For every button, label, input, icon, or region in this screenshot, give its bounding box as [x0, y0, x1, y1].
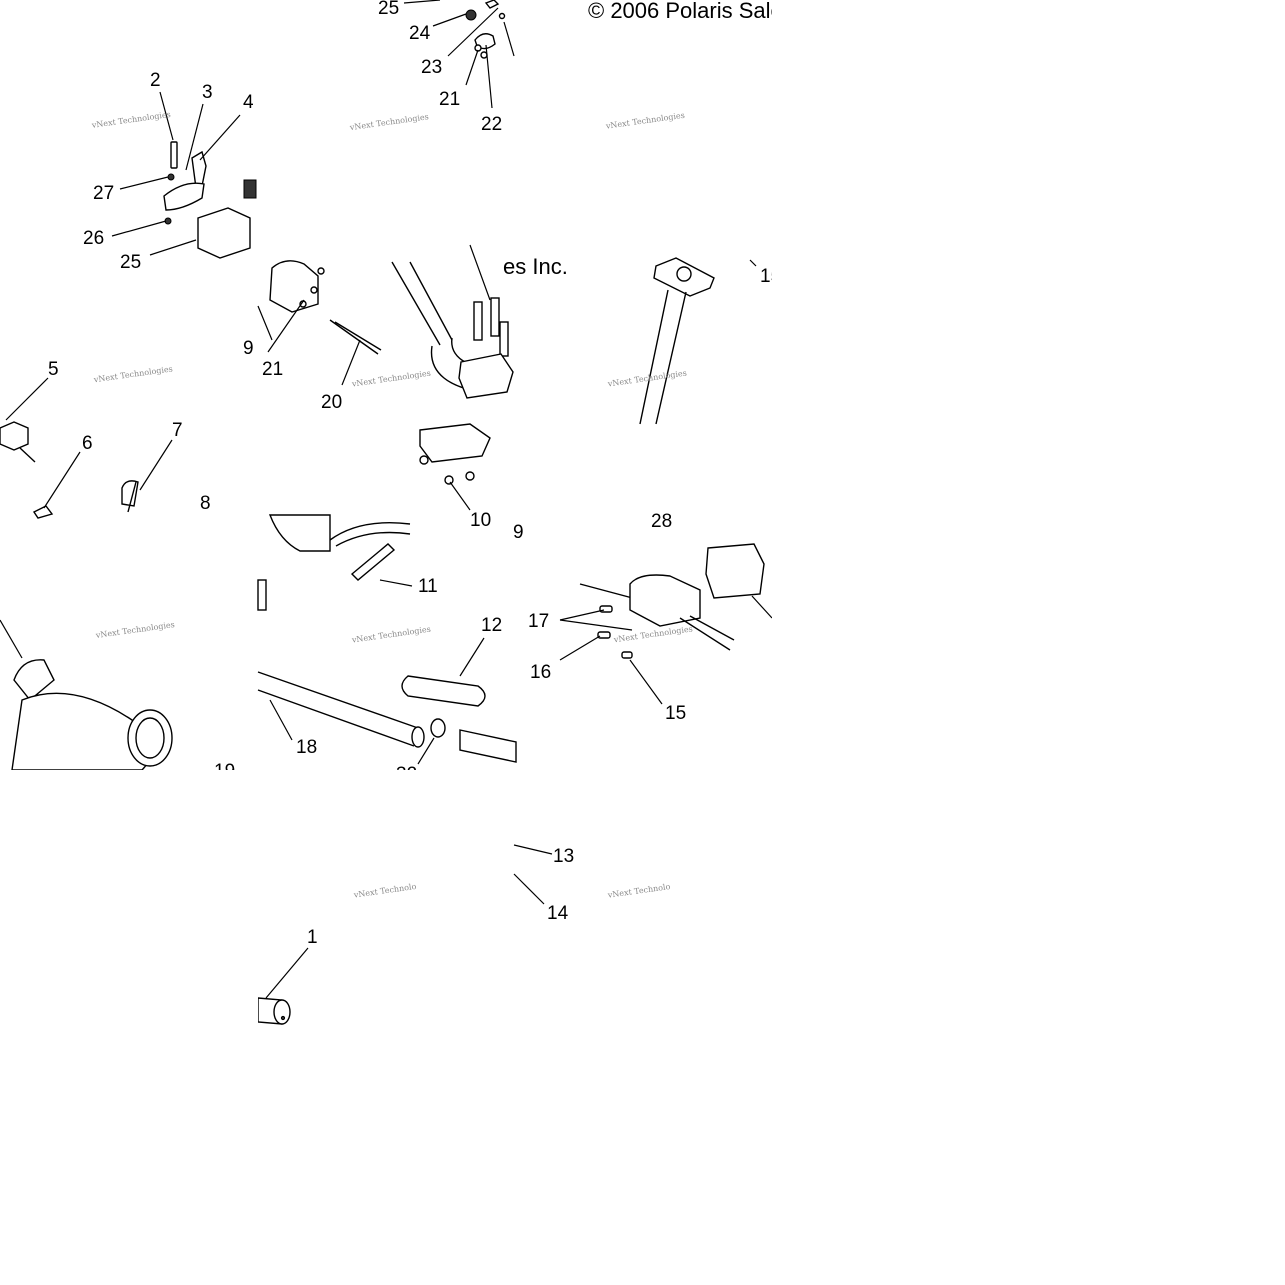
- watermark: vNext Technolo: [352, 882, 417, 900]
- callout-23: 23: [421, 57, 442, 78]
- watermark: vNext Technologies: [90, 110, 171, 130]
- watermark: vNext Technologies: [606, 368, 687, 388]
- callout-20: 20: [321, 392, 342, 413]
- callout-1: 1: [307, 927, 318, 948]
- callout-26: 26: [83, 228, 104, 249]
- tile-lower-left-parts: [0, 619, 173, 771]
- callout-8: 8: [200, 493, 211, 514]
- callout-27: 27: [93, 183, 114, 204]
- copyright-notice-top: © 2006 Polaris Sale: [588, 0, 783, 23]
- callout-labels: 25 24 23 21 22 2 3 4 27 26 25 9 21 20 10…: [48, 0, 781, 948]
- watermark: vNext Technologies: [348, 112, 429, 132]
- callout-21: 21: [262, 359, 283, 380]
- callout-15: 15: [665, 703, 686, 724]
- callout-24: 24: [409, 23, 431, 44]
- callout-10: 10: [470, 510, 491, 531]
- callout-9: 9: [243, 338, 254, 359]
- callout-22: 22: [481, 114, 502, 135]
- watermark: vNext Technologies: [350, 625, 431, 645]
- watermark: vNext Technologies: [92, 364, 173, 384]
- tile-mid-left-parts: [0, 377, 173, 519]
- tile-bottom-center-parts: [257, 947, 309, 1025]
- callout-28: 28: [651, 511, 672, 532]
- tile-bottom-right-parts: [513, 844, 553, 905]
- callout-6: 6: [82, 433, 93, 454]
- callout-5: 5: [48, 359, 59, 380]
- callout-4: 4: [243, 92, 254, 113]
- callout-12: 12: [481, 615, 502, 636]
- tile-center-parts: [257, 244, 514, 511]
- watermark: vNext Technolo: [606, 882, 671, 900]
- callout-18: 18: [296, 737, 317, 758]
- callout-21: 21: [439, 89, 460, 110]
- callout-3: 3: [202, 82, 213, 103]
- tile-top-left-parts: [111, 91, 257, 259]
- tile-top-middle-parts: [403, 0, 515, 109]
- callout-25: 25: [120, 252, 141, 273]
- watermark: vNext Technologies: [604, 111, 685, 131]
- callout-17: 17: [528, 611, 549, 632]
- callout-2: 2: [150, 70, 161, 91]
- callout-25: 25: [378, 0, 399, 19]
- watermark: vNext Technologies: [350, 369, 431, 389]
- watermark: vNext Technologies: [612, 624, 693, 644]
- watermark: vNext Technologies: [94, 620, 175, 640]
- callout-11: 11: [418, 576, 438, 597]
- callout-14: 14: [547, 903, 569, 924]
- callout-7: 7: [172, 420, 183, 441]
- copyright-notice-mid: es Inc.: [503, 254, 568, 279]
- tile-lower-center-parts: [257, 514, 517, 765]
- tile-mid-right-parts: [639, 257, 757, 425]
- callout-9: 9: [513, 522, 524, 543]
- callout-13: 13: [553, 846, 574, 867]
- callout-16: 16: [530, 662, 551, 683]
- tile-lower-right-parts: [559, 543, 773, 705]
